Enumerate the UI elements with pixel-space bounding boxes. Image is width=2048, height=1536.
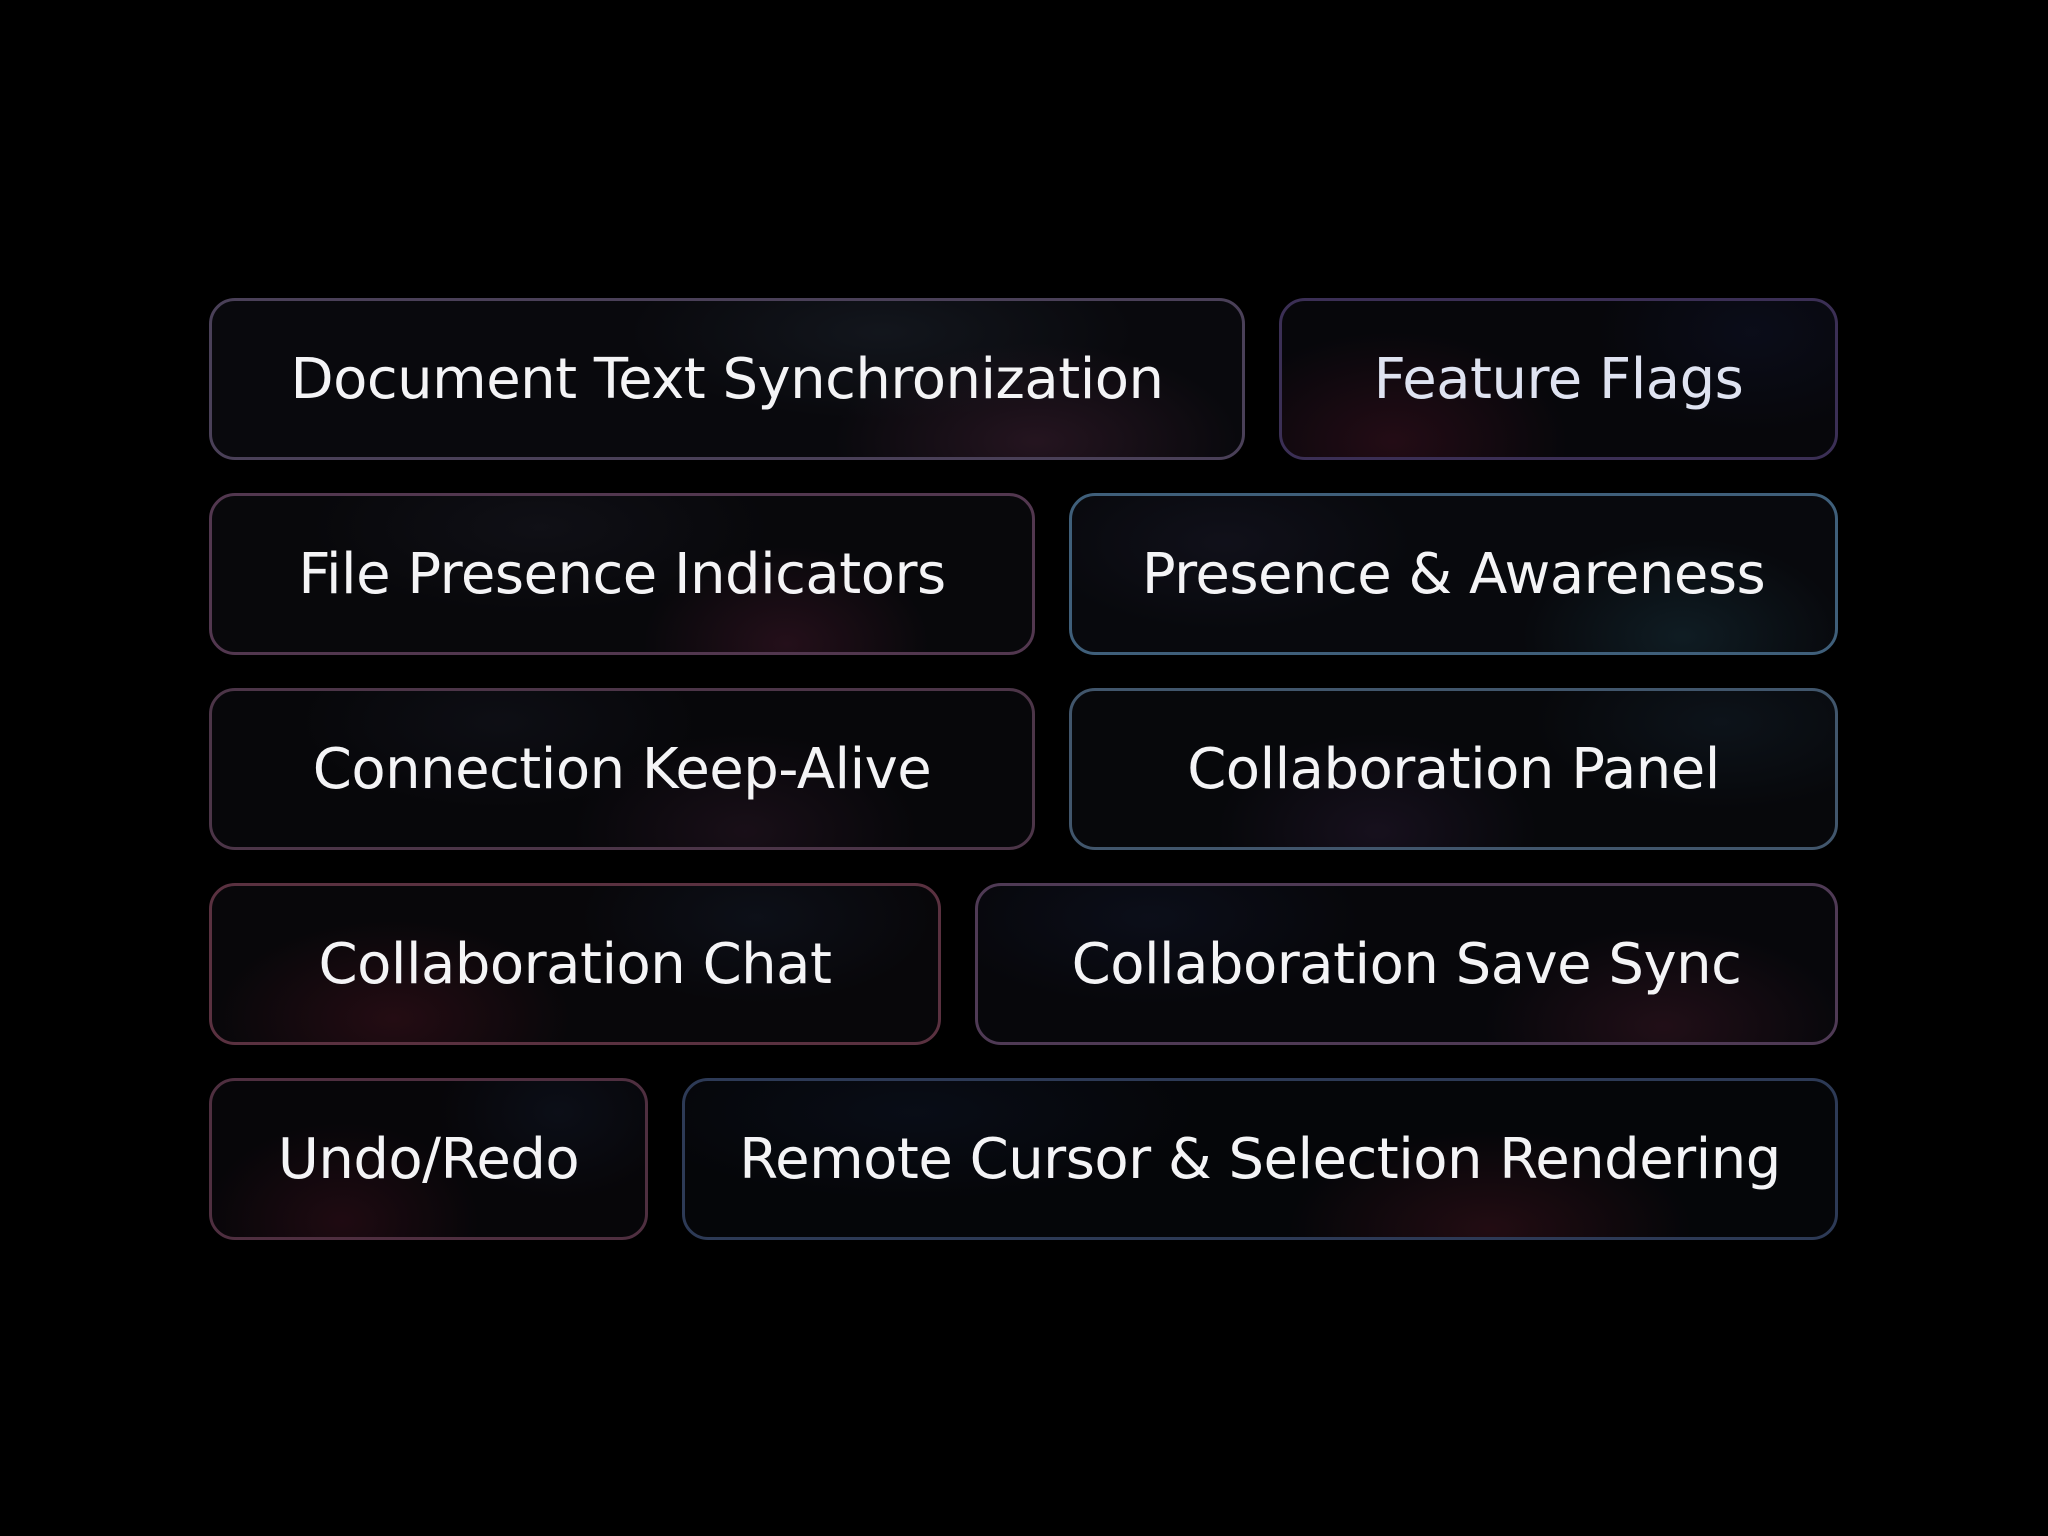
chip-undo-redo[interactable]: Undo/Redo — [209, 1078, 648, 1240]
chip-label: Remote Cursor & Selection Rendering — [739, 1126, 1781, 1192]
chip-feature-flags[interactable]: Feature Flags — [1279, 298, 1838, 460]
chip-label: Undo/Redo — [277, 1126, 580, 1192]
chip-label: Collaboration Chat — [318, 931, 832, 997]
chip-remote-cursor-selection-rendering[interactable]: Remote Cursor & Selection Rendering — [682, 1078, 1838, 1240]
chip-presence-awareness[interactable]: Presence & Awareness — [1069, 493, 1838, 655]
chip-label: File Presence Indicators — [298, 541, 946, 607]
chip-collaboration-panel[interactable]: Collaboration Panel — [1069, 688, 1838, 850]
chip-file-presence-indicators[interactable]: File Presence Indicators — [209, 493, 1035, 655]
feature-chip-grid: Document Text Synchronization Feature Fl… — [209, 298, 1838, 1240]
chip-label: Collaboration Panel — [1187, 736, 1720, 802]
chip-label: Collaboration Save Sync — [1071, 931, 1742, 997]
chip-label: Document Text Synchronization — [290, 346, 1164, 412]
chip-document-text-synchronization[interactable]: Document Text Synchronization — [209, 298, 1245, 460]
chip-collaboration-save-sync[interactable]: Collaboration Save Sync — [975, 883, 1838, 1045]
chip-label: Presence & Awareness — [1141, 541, 1766, 607]
chip-row-5: Undo/Redo Remote Cursor & Selection Rend… — [209, 1078, 1838, 1240]
chip-connection-keep-alive[interactable]: Connection Keep-Alive — [209, 688, 1035, 850]
chip-row-4: Collaboration Chat Collaboration Save Sy… — [209, 883, 1838, 1045]
chip-label: Connection Keep-Alive — [312, 736, 932, 802]
chip-label: Feature Flags — [1373, 346, 1744, 412]
chip-row-2: File Presence Indicators Presence & Awar… — [209, 493, 1838, 655]
chip-row-3: Connection Keep-Alive Collaboration Pane… — [209, 688, 1838, 850]
chip-collaboration-chat[interactable]: Collaboration Chat — [209, 883, 941, 1045]
chip-row-1: Document Text Synchronization Feature Fl… — [209, 298, 1838, 460]
